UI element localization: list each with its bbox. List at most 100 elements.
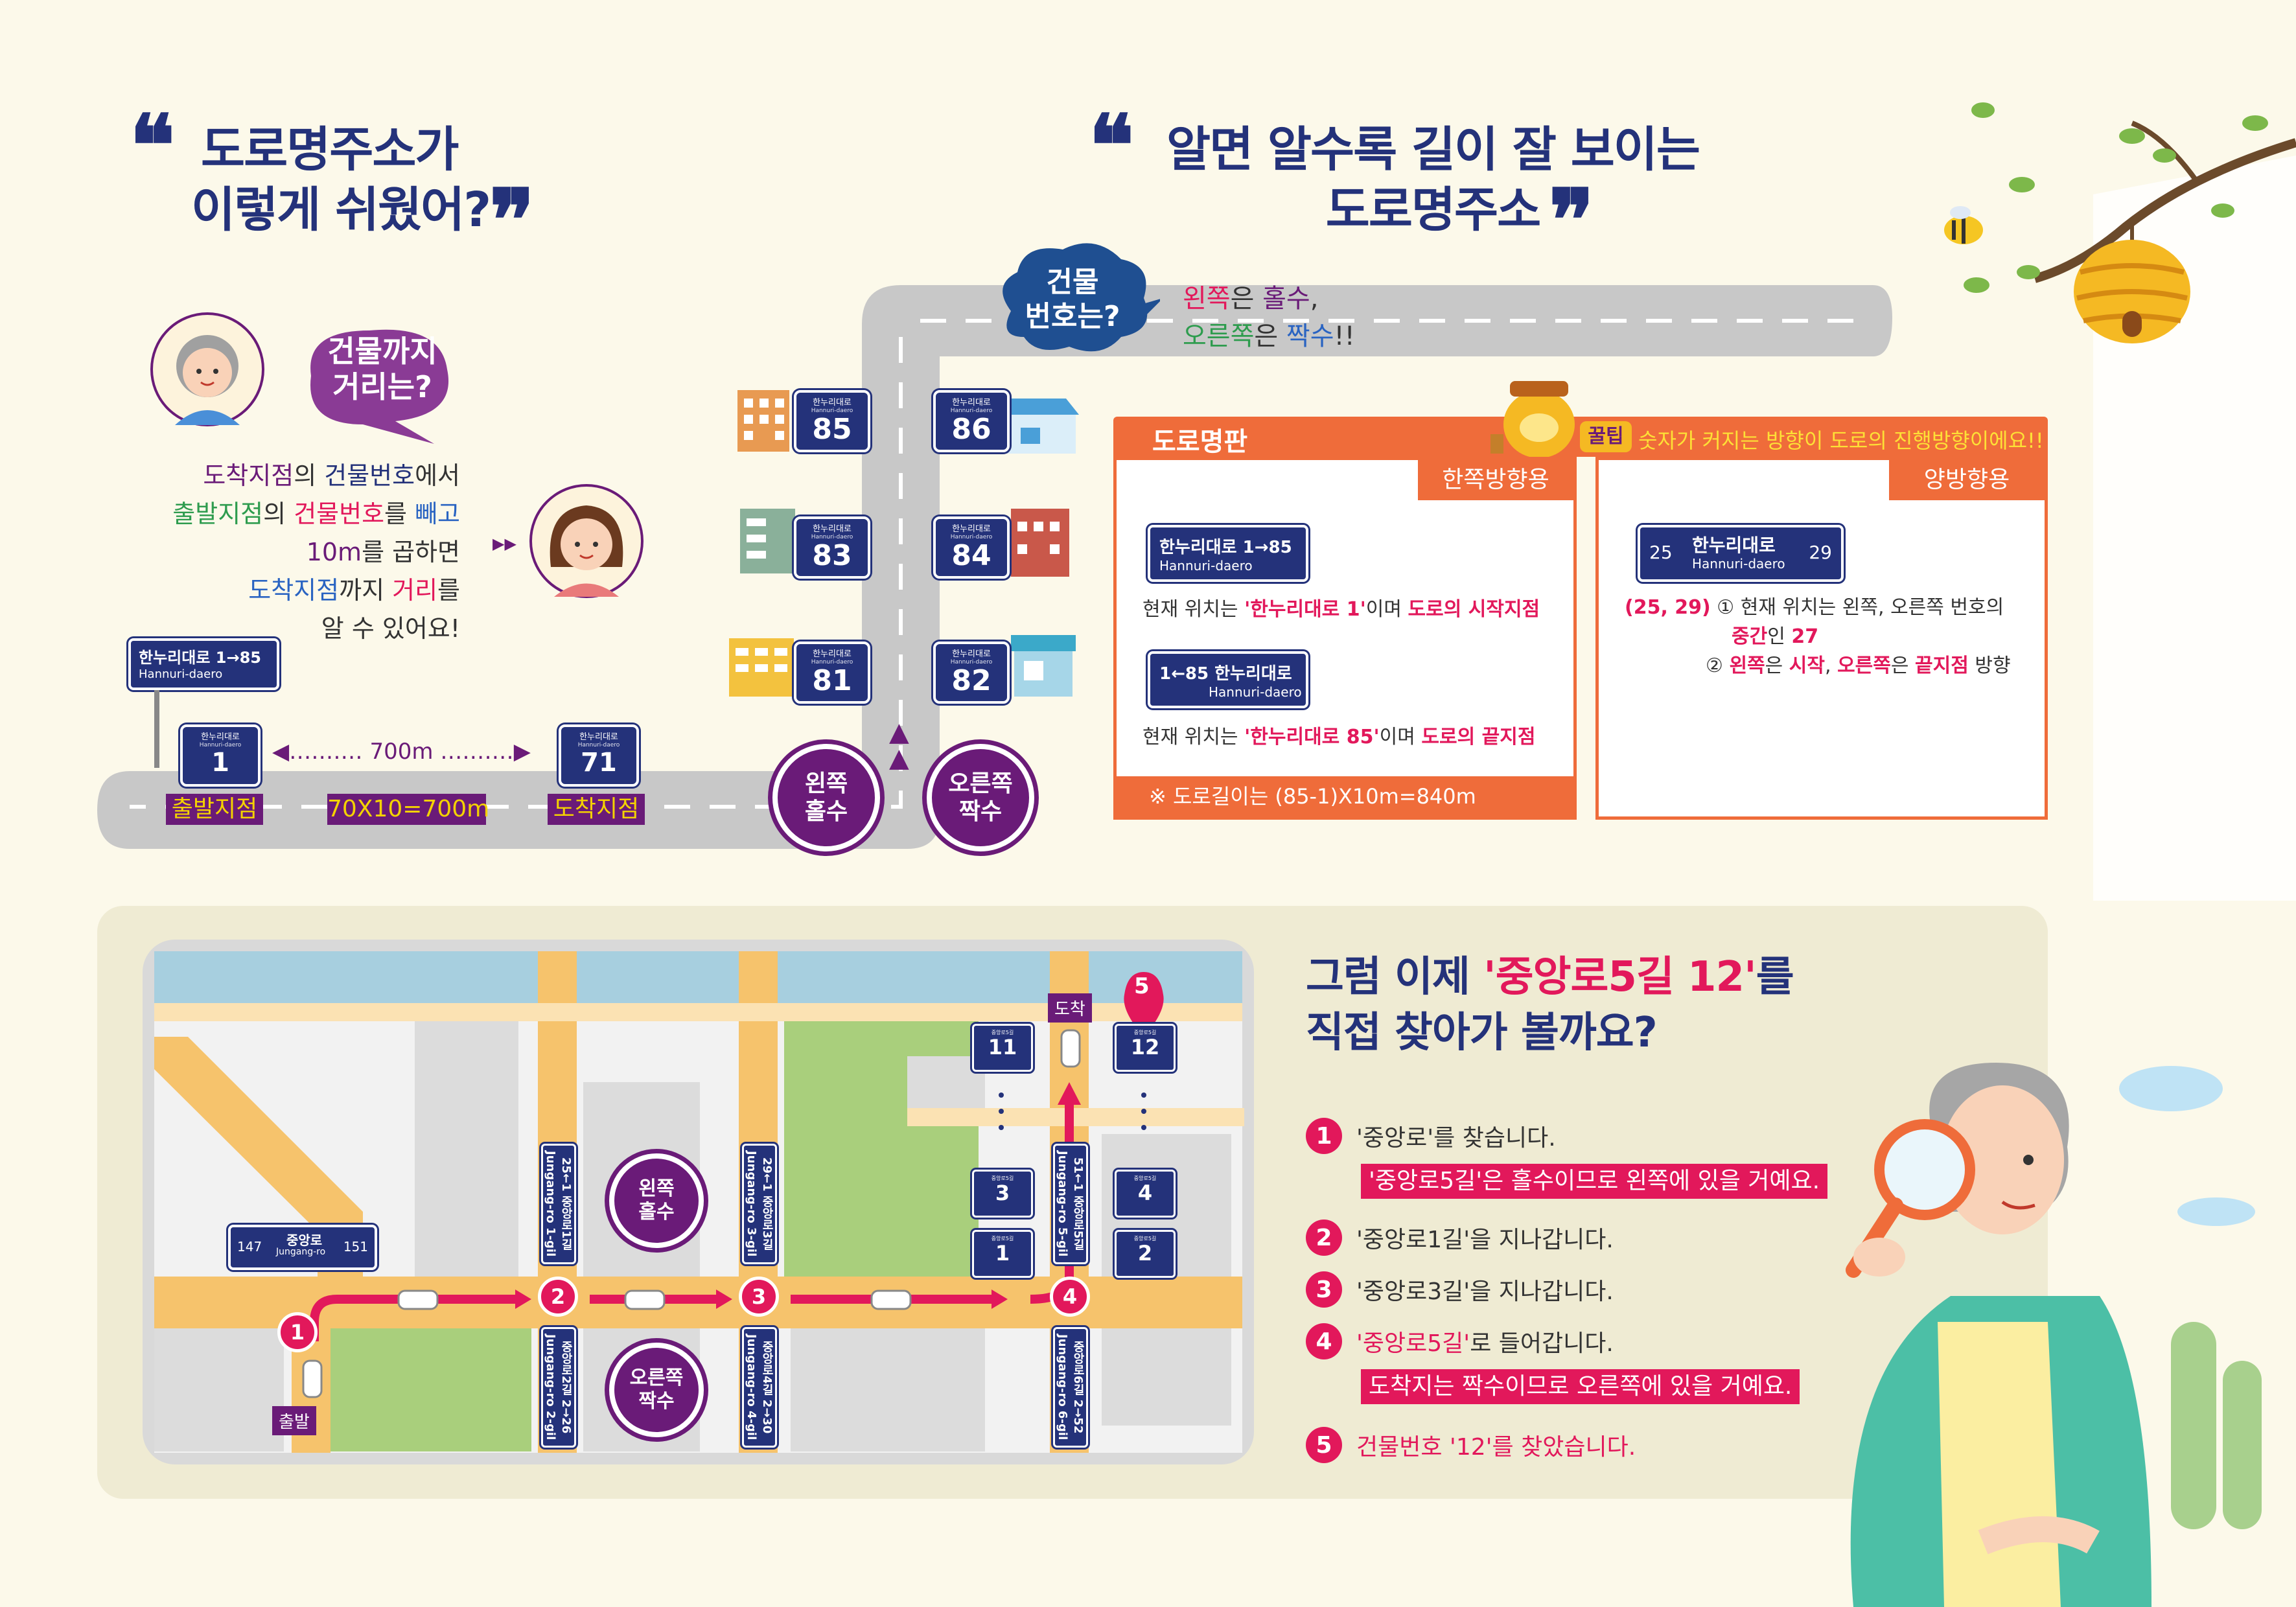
highlight-10m: 10m <box>306 537 362 566</box>
sign-left-number: 147 <box>237 1239 262 1254</box>
step-text: '중앙로1길'을 지나갑니다. <box>1356 1227 1614 1253</box>
sign-roman: Hannuri-daero <box>577 741 620 748</box>
text: 에서 <box>415 461 460 490</box>
grandmother-magnifier-illustration <box>1846 1063 2262 1607</box>
guide-step-3: 3 '중앙로3길'을 지나갑니다. <box>1306 1271 1614 1308</box>
sign-small: 중앙로5길 <box>991 1236 1014 1242</box>
sign-number: 81 <box>812 664 852 698</box>
sign-number: 86 <box>951 413 991 446</box>
text: , <box>1824 654 1838 677</box>
bubble-number-line1: 건물 <box>1046 266 1099 299</box>
number-rule: 왼쪽은 홀수, 오른쪽은 짝수!! <box>1183 280 1355 355</box>
road-sign-jungang-2gil: 중앙로2길 2→26 Jungang-ro 2-gil <box>541 1327 576 1448</box>
text: 은 <box>1765 654 1789 677</box>
map-right-even-circle: 왼쪽오른쪽짝수 <box>609 1343 704 1437</box>
text: 를 <box>384 499 415 528</box>
highlight-address: '중앙로5길 12' <box>1483 953 1757 1001</box>
guide-step-5: 5 건물번호 '12'를 찾았습니다. <box>1306 1427 1636 1463</box>
map-step-2: 2 <box>538 1277 578 1317</box>
circle-line1: 왼쪽 <box>638 1177 675 1200</box>
sign-text: 1←85 한누리대로 <box>1159 664 1292 684</box>
sign-text: 한누리대로 1→85 <box>139 649 261 667</box>
highlight: 오른쪽 <box>1837 654 1891 677</box>
up-arrow-icon: ▲▲ <box>889 717 909 773</box>
two-way-desc: (25, 29) ① 현재 위치는 왼쪽, 오른쪽 번호의 중간인 27 ② 왼… <box>1625 593 2011 680</box>
one-way-tab: 한쪽방향용 <box>1418 460 1573 500</box>
sign-number: 83 <box>812 539 852 573</box>
text: , <box>1310 284 1319 314</box>
text: 은 <box>1230 284 1263 314</box>
sign-text: 한누리대로 <box>1692 535 1776 556</box>
sign-left-number: 25 <box>1649 542 1673 563</box>
sign-small: 중앙로5길 <box>1133 1236 1157 1242</box>
street-map <box>143 940 1254 1464</box>
bubble-number-text: 건물 번호는? <box>1017 266 1128 334</box>
sign-number: 82 <box>951 664 991 698</box>
text: ② <box>1706 654 1730 677</box>
bubble-distance-line1: 건물까지 <box>327 334 437 369</box>
tree-branch-beehive-icon <box>1944 102 2296 343</box>
text: 를 <box>437 575 460 605</box>
text: 그럼 이제 <box>1306 953 1484 1001</box>
text: 은 <box>1890 654 1916 677</box>
map-step-1: 1 <box>277 1312 318 1352</box>
sign-small: 중앙로5길 <box>1133 1175 1157 1181</box>
speech-bubble <box>310 329 449 444</box>
label-end: 도착지점 <box>548 794 645 825</box>
sign-number: 1 <box>995 1241 1010 1266</box>
circle-line2: 짝수 <box>638 1390 675 1413</box>
right-title-line2: 도로명주소 <box>1325 181 1541 238</box>
one-way-box: 한쪽방향용 한누리대로 1→85 Hannuri-daero 현재 위치는 '한… <box>1113 457 1577 820</box>
grandmother-avatar <box>150 312 264 426</box>
text: ① 현재 위치는 왼쪽, 오른쪽 번호의 <box>1710 596 2004 619</box>
two-way-tab: 양방향용 <box>1889 460 2045 500</box>
building-sign-85: 한누리대로 Hannuri-daero 85 <box>794 390 870 452</box>
highlight: 왼쪽 <box>1729 654 1765 677</box>
step-number: 5 <box>1306 1427 1342 1463</box>
step-number: 3 <box>1306 1271 1342 1308</box>
step-number: 4 <box>1306 1323 1342 1359</box>
sign-number: 4 <box>1137 1181 1153 1205</box>
main-road-sign: 147 중앙로 Jungang-ro 151 <box>228 1225 377 1270</box>
step-text: '중앙로'를 찾습니다. <box>1356 1125 1556 1151</box>
text: 방향 <box>1968 654 2011 677</box>
circle-line2: 홀수 <box>804 798 848 825</box>
right-title: 알면 알수록 길이 잘 보이는 도로명주소 <box>1166 120 1700 240</box>
highlight-right: 오른쪽 <box>1183 321 1255 351</box>
sign-small: 한누리대로 <box>813 524 852 534</box>
text: 은 <box>1254 321 1286 351</box>
sign-small: 한누리대로 <box>813 398 852 408</box>
text: 의 <box>263 499 294 528</box>
label-start: 출발지점 <box>166 794 263 825</box>
building-sign-83: 한누리대로 Hannuri-daero 83 <box>794 516 870 579</box>
text: 를 <box>1756 953 1794 1001</box>
sign-pole <box>154 690 159 768</box>
cloud-bubble <box>1003 243 1160 352</box>
road-sign-jungang-3gil: 29←1 중앙로3길 Jungang-ro 3-gil <box>742 1144 777 1264</box>
sign-number: 3 <box>995 1181 1010 1205</box>
circle-line2: 홀수 <box>638 1201 675 1223</box>
tip-label: 꿀팁 <box>1580 421 1632 452</box>
highlight-left: 왼쪽 <box>1183 284 1231 314</box>
sign-number: 84 <box>951 539 991 573</box>
left-title: 도로명주소가 이렇게 쉬웠어? <box>191 120 491 240</box>
sign-roman: Jungang-ro <box>276 1247 326 1257</box>
text: !! <box>1334 321 1355 351</box>
sign-text: 한누리대로 1→85 <box>1159 538 1292 557</box>
sign-right-number: 29 <box>1809 542 1832 563</box>
map-step-4: 4 <box>1050 1277 1090 1317</box>
highlight-arrival: 도착지점 <box>248 575 340 605</box>
highlight-building-number: 건물번호 <box>294 499 385 528</box>
one-way-sign-start: 한누리대로 1→85 Hannuri-daero <box>1148 525 1308 582</box>
building-sign-start: 한누리대로 Hannuri-daero 1 <box>180 724 261 787</box>
sign-number: 71 <box>581 748 617 778</box>
open-quote-icon: ❝ <box>1089 96 1134 195</box>
map-step-5: 5 <box>1134 973 1150 999</box>
sign-number: 85 <box>812 413 852 446</box>
right-title-line1: 알면 알수록 길이 잘 보이는 <box>1166 122 1700 178</box>
circle-line2: 짝수 <box>958 798 1003 825</box>
